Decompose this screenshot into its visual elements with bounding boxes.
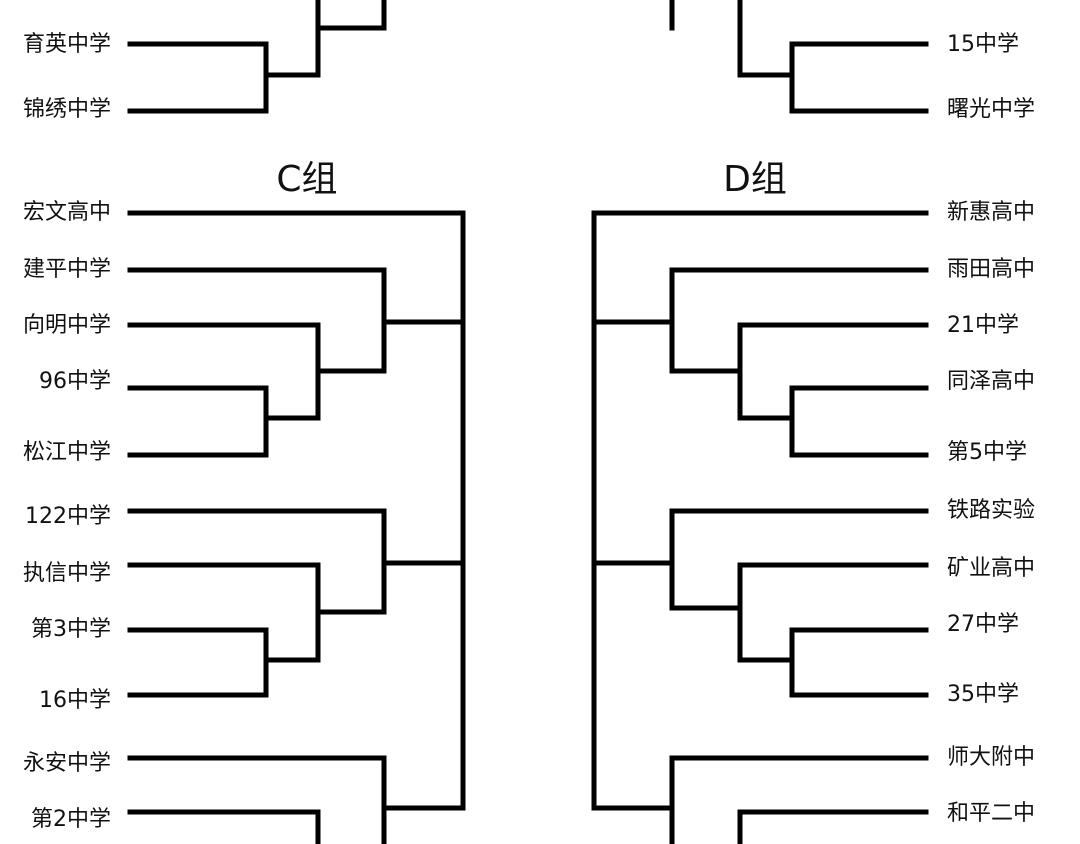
team-label: 16中学	[39, 688, 111, 713]
team-label: 第2中学	[31, 807, 111, 832]
team-label: 新惠高中	[947, 200, 1036, 225]
team-label: 第3中学	[31, 617, 111, 642]
team-label: 和平二中	[947, 801, 1036, 826]
team-label: 35中学	[947, 682, 1019, 707]
team-label: 第5中学	[947, 440, 1027, 465]
team-label: 育英中学	[22, 32, 111, 57]
team-label: 27中学	[947, 612, 1019, 637]
team-label: 矿业高中	[947, 556, 1036, 581]
team-label: 曙光中学	[947, 97, 1036, 122]
group-title-c: C组	[276, 159, 338, 200]
team-label: 铁路实验	[947, 498, 1036, 523]
team-label: 师大附中	[947, 745, 1036, 770]
group-title-d: D组	[723, 159, 787, 200]
team-label: 雨田高中	[947, 257, 1036, 282]
team-label: 向明中学	[22, 313, 111, 338]
team-label: 执信中学	[22, 561, 111, 586]
team-label: 122中学	[25, 504, 111, 529]
team-label: 锦绣中学	[22, 97, 111, 122]
team-label: 永安中学	[22, 751, 111, 776]
team-label: 宏文高中	[22, 200, 111, 225]
team-label: 松江中学	[22, 440, 111, 465]
team-label: 建平中学	[22, 257, 111, 282]
team-label: 15中学	[947, 32, 1019, 57]
team-label: 96中学	[39, 369, 111, 394]
team-label: 21中学	[947, 313, 1019, 338]
team-label: 同泽高中	[947, 369, 1036, 394]
